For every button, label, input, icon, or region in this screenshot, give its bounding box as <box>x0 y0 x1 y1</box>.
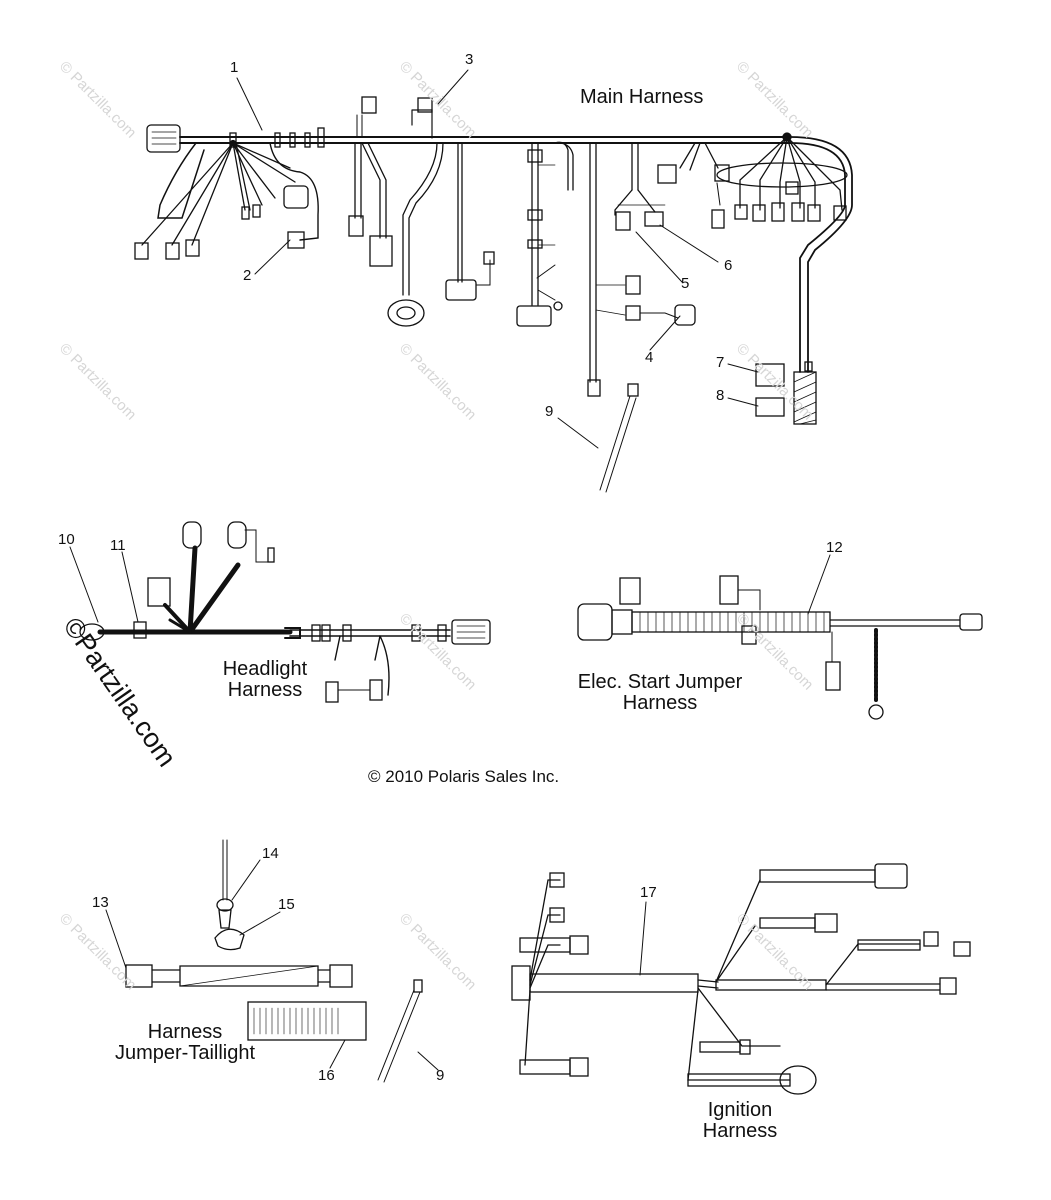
callout-1: 1 <box>230 59 239 76</box>
callout-2: 2 <box>243 267 252 284</box>
elec-start-harness-drawing <box>577 575 983 720</box>
callout-6: 6 <box>724 257 733 274</box>
copyright-text: © 2010 Polaris Sales Inc. <box>368 767 560 786</box>
callout-5: 5 <box>681 275 690 292</box>
callout-9: 9 <box>545 403 554 420</box>
callout-9-bottom: 9 <box>436 1067 445 1084</box>
title-main-harness: Main Harness <box>580 86 704 108</box>
callout-7: 7 <box>716 354 725 371</box>
callout-12: 12 <box>826 539 843 556</box>
leader-lines <box>69 69 831 1071</box>
callout-15: 15 <box>278 896 295 913</box>
callout-17: 17 <box>640 884 657 901</box>
callout-4: 4 <box>645 349 654 366</box>
headlight-harness-drawing <box>79 521 491 703</box>
callout-8: 8 <box>716 387 725 404</box>
callout-3: 3 <box>465 51 474 68</box>
callout-13: 13 <box>92 894 109 911</box>
title-headlight-harness: Headlight Harness <box>222 658 308 701</box>
title-elec-start-harness: Elec. Start Jumper Harness <box>577 671 743 714</box>
title-jumper-taillight-harness: Harness Jumper-Taillight <box>114 1021 256 1064</box>
title-ignition-harness: Ignition Harness <box>702 1099 778 1142</box>
main-harness-drawing <box>134 96 853 493</box>
callout-16: 16 <box>318 1067 335 1084</box>
taillight-harness-drawing <box>125 839 423 1083</box>
ignition-harness-drawing <box>511 863 971 1095</box>
callout-14: 14 <box>262 845 279 862</box>
callout-10: 10 <box>58 531 75 548</box>
callout-11: 11 <box>110 537 126 554</box>
